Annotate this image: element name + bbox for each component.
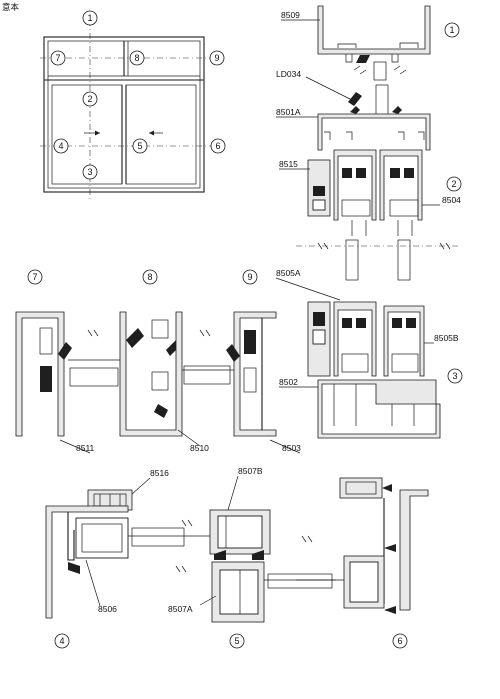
label-8504: 8504 (442, 195, 461, 205)
right-sash (125, 84, 197, 185)
svg-text:2: 2 (452, 179, 457, 189)
svg-text:4: 4 (60, 636, 65, 646)
section-marker-8 (142, 269, 158, 285)
svg-text:6: 6 (398, 636, 403, 646)
profile-8509 (317, 5, 431, 55)
section-1-head-sill: 8509 LD034 8501A 1 (276, 5, 460, 151)
label-8505a: 8505A (276, 268, 301, 278)
svg-text:9: 9 (248, 272, 253, 282)
label-8510: 8510 (190, 443, 209, 453)
label-8501a: 8501A (276, 107, 301, 117)
header-mark: 意本 (2, 2, 20, 12)
callout-8: 8 (129, 50, 145, 66)
svg-text:8: 8 (135, 53, 140, 63)
label-8506: 8506 (98, 604, 117, 614)
window-elevation: 1 2 3 4 5 6 7 8 (40, 10, 226, 200)
svg-text:1: 1 (88, 13, 93, 23)
label-8515: 8515 (279, 159, 298, 169)
svg-text:6: 6 (216, 141, 221, 151)
svg-text:3: 3 (453, 371, 458, 381)
profile-8504 (379, 149, 423, 221)
profile-8501a (317, 113, 431, 151)
callout-5: 5 (132, 138, 148, 154)
svg-text:3: 3 (88, 167, 93, 177)
label-ld034: LD034 (276, 69, 301, 79)
section-4-lock-stile: 8516 8506 4 (45, 468, 210, 649)
label-8507a: 8507A (168, 604, 193, 614)
svg-text:5: 5 (235, 636, 240, 646)
svg-text:7: 7 (56, 53, 61, 63)
callout-2: 2 (82, 91, 98, 107)
callout-1: 1 (82, 10, 98, 26)
callout-9: 9 (209, 50, 225, 66)
slide-right-arrow-icon (95, 130, 100, 136)
svg-text:1: 1 (450, 25, 455, 35)
section-2-interlock: 8515 8504 2 (279, 149, 462, 281)
profile-8506 (45, 505, 129, 619)
profile-8502 (317, 379, 441, 439)
label-8502: 8502 (279, 377, 298, 387)
profile-8505a (333, 301, 377, 377)
label-8511: 8511 (76, 443, 95, 453)
section-marker-7 (27, 269, 43, 285)
section-8-meeting-rail: 8510 (119, 311, 234, 453)
section-9-jamb: 8503 (226, 311, 301, 454)
section-marker-3 (447, 368, 463, 384)
profile-8505b (383, 305, 425, 377)
sash-frame-left (333, 149, 377, 221)
slide-left-arrow-icon (149, 130, 154, 136)
section-marker-6 (392, 633, 408, 649)
label-8507b: 8507B (238, 466, 263, 476)
label-8503: 8503 (282, 443, 301, 453)
outer-frame (43, 36, 205, 193)
section-7-jamb: 8511 (15, 311, 120, 454)
callout-3: 3 (82, 164, 98, 180)
section-marker-5 (229, 633, 245, 649)
svg-text:4: 4 (59, 141, 64, 151)
label-8509: 8509 (281, 10, 300, 20)
section-3-sill: 8505A 8505B 8502 3 (275, 268, 463, 439)
svg-text:2: 2 (88, 94, 93, 104)
section-marker-9 (242, 269, 258, 285)
jamb-profile-right (399, 489, 429, 611)
profile-8503 (233, 311, 277, 437)
section-5-meeting-stile: 8507B 8507A 5 (168, 466, 336, 649)
svg-text:7: 7 (33, 272, 38, 282)
profile-8510 (119, 311, 183, 437)
label-8516: 8516 (150, 468, 169, 478)
callout-6: 6 (210, 138, 226, 154)
svg-text:8: 8 (148, 272, 153, 282)
svg-text:9: 9 (215, 53, 220, 63)
section-marker-1 (444, 22, 460, 38)
section-markers-top-row: 7 8 9 (27, 269, 258, 285)
section-marker-2 (446, 176, 462, 192)
label-8505b: 8505B (434, 333, 459, 343)
callout-7: 7 (50, 50, 66, 66)
section-6-jamb: 6 (296, 477, 429, 649)
svg-text:5: 5 (138, 141, 143, 151)
callout-4: 4 (53, 138, 69, 154)
section-marker-4 (54, 633, 70, 649)
